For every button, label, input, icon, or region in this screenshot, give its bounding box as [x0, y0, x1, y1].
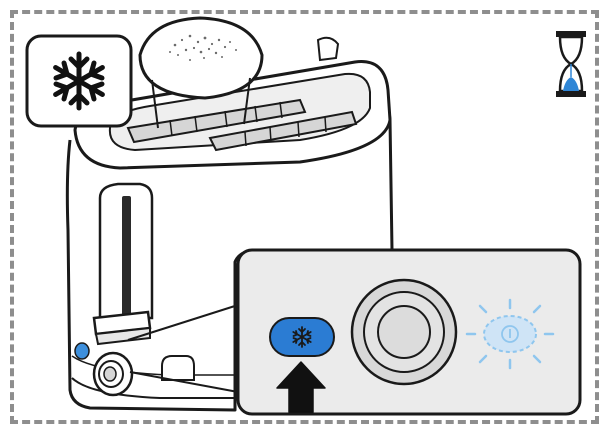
snowflake-icon [53, 51, 105, 111]
slot-guide [316, 36, 340, 62]
toaster-frozen-indicator [74, 342, 90, 360]
lever-slot [98, 182, 154, 320]
hourglass-icon [556, 31, 586, 97]
power-light-icon [465, 298, 555, 370]
browning-dial [350, 278, 458, 386]
dashed-frame [10, 10, 599, 424]
frozen-bread [138, 16, 264, 129]
callout-lines [127, 304, 239, 393]
snowflake-icon [292, 326, 312, 348]
frozen-mode-badge [25, 34, 133, 128]
toaster-side-button [161, 355, 195, 381]
toaster-knob [92, 351, 134, 397]
frozen-button [269, 317, 335, 357]
up-arrow-icon [276, 361, 326, 413]
toaster-lever [92, 310, 152, 346]
